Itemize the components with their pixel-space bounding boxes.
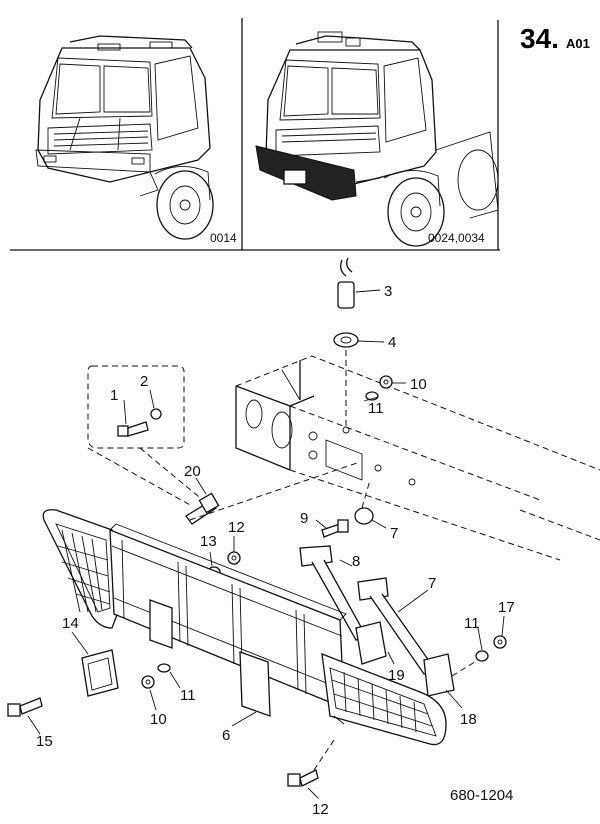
callout-12: 12: [312, 801, 329, 818]
callout-5: 7: [390, 525, 398, 542]
callout-15: 12: [228, 519, 245, 536]
part-7-bracket: [357, 577, 455, 697]
truck-view-0014: [35, 35, 214, 240]
callout-20: 20: [184, 463, 201, 480]
overview-panels: [10, 18, 500, 251]
part-20-stud: [185, 461, 361, 525]
part-6-bumper-guard: [42, 509, 447, 746]
leader-18: [445, 689, 463, 709]
callout-17: 17: [498, 599, 515, 616]
variant-label-0014: 0014: [210, 231, 237, 245]
callout-11-left: 11: [180, 687, 196, 704]
part-15-nut: [227, 536, 241, 565]
part-11-17-right: [451, 615, 507, 677]
callout-19: 19: [388, 667, 405, 684]
part-2-washer: [149, 389, 162, 420]
detail-box: [87, 365, 211, 507]
page-code: 34.: [520, 23, 559, 54]
leader-19: [387, 651, 395, 665]
part-10-11-top: [345, 350, 406, 430]
callout-10-top: 10: [410, 376, 427, 393]
callout-9: 9: [300, 510, 308, 527]
part-10-11-left: [141, 663, 181, 711]
part-3-pipe: [337, 257, 381, 309]
callout-18: 18: [460, 711, 477, 728]
part-12-bolt: [287, 739, 335, 799]
part-14-bolt: [7, 697, 43, 735]
part-9-bolt: [315, 519, 349, 538]
callout-1: 1: [110, 387, 118, 404]
callout-11-top: 11: [368, 400, 384, 417]
callout-10-left: 10: [150, 711, 167, 728]
callout-6: 6: [222, 727, 230, 744]
truck-view-0024-0034: [255, 31, 499, 247]
callout-8: 8: [352, 553, 360, 570]
figure-number: 680-1204: [450, 787, 513, 804]
variant-label-0024-0034: 0024,0034: [428, 231, 485, 245]
part-5-plug: [354, 479, 387, 529]
part-8-bracket: [299, 545, 387, 665]
callout-13: 14: [62, 615, 79, 632]
callout-14: 15: [36, 733, 53, 750]
callout-11-right: 11: [464, 615, 480, 632]
part-1-bolt: [117, 399, 149, 437]
callout-4: 4: [388, 334, 396, 351]
callout-7: 7: [428, 575, 436, 592]
chassis-frame: [235, 355, 600, 561]
part-13-cover: [71, 631, 119, 697]
part-4-grommet: [333, 332, 385, 348]
callout-2: 2: [140, 373, 148, 390]
callout-16: 13: [200, 533, 217, 550]
page-suffix: A01: [566, 36, 590, 51]
callout-3: 3: [384, 283, 392, 300]
